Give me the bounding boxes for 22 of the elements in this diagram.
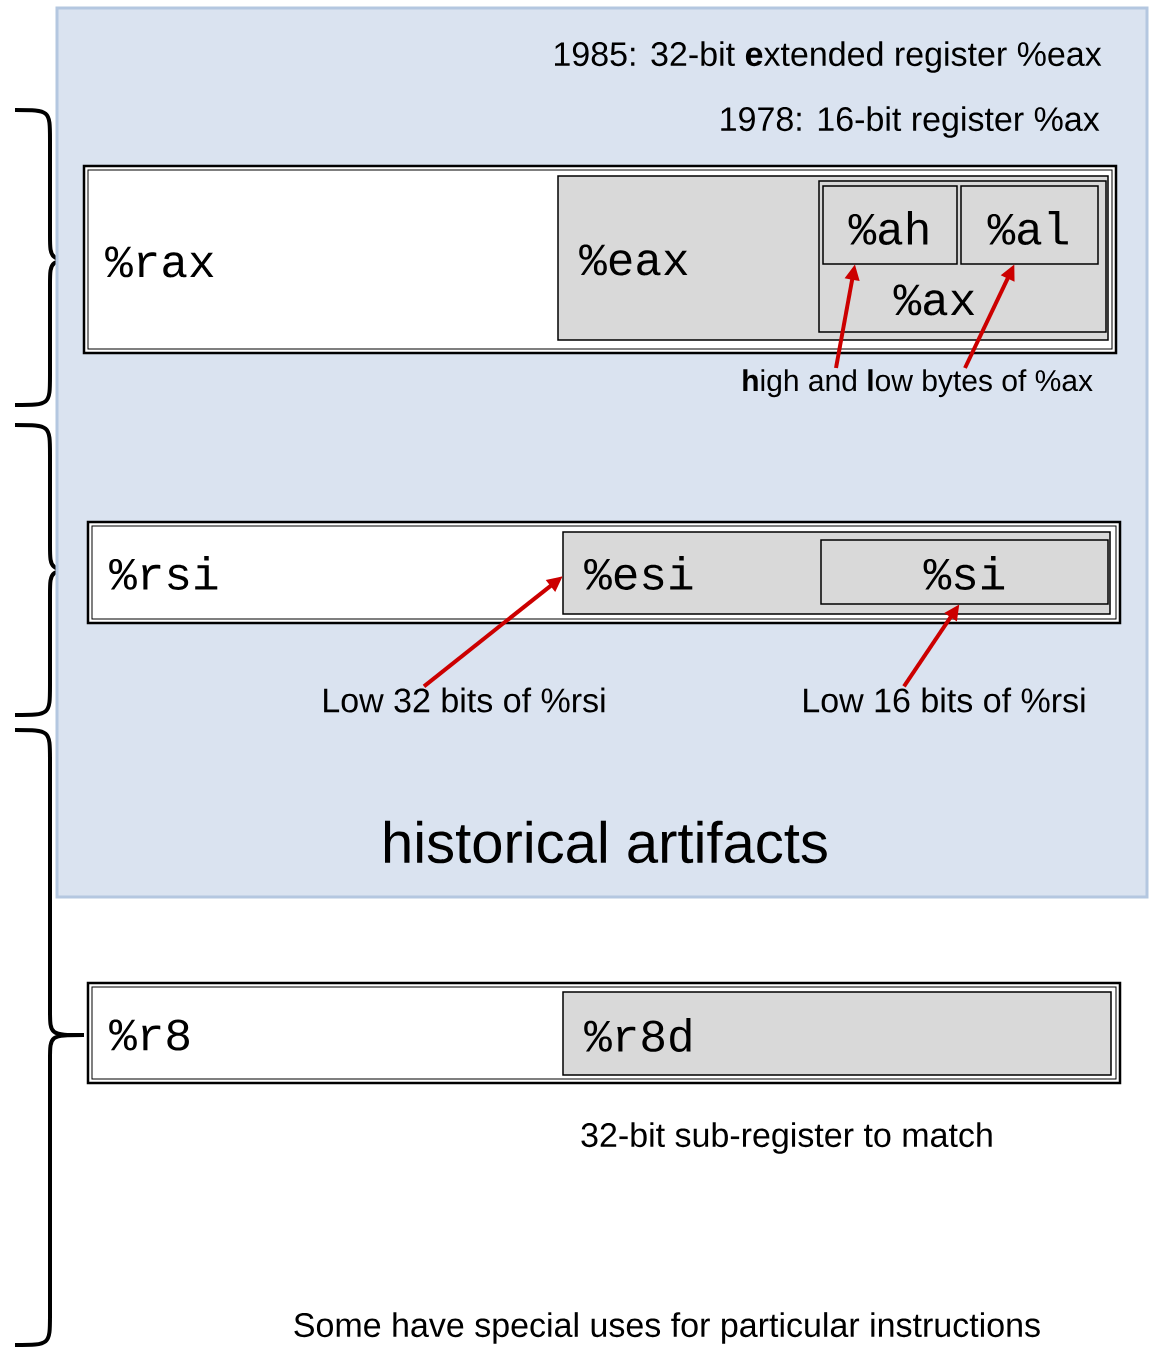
register-name: %ax	[893, 284, 975, 316]
register-name: %rsi	[109, 556, 218, 590]
annotation: Low 32 bits of %rsi	[324, 687, 605, 713]
panel-title: historical artifacts	[385, 820, 827, 864]
register-box	[960, 185, 1099, 265]
register-name: %ah	[848, 211, 928, 245]
register-name: %rax	[105, 246, 214, 278]
heading: 1985: 32-bit extended register %eax	[555, 41, 1102, 73]
annotation: high and low bytes of %ax	[743, 369, 1093, 398]
note: 32-bit sub-register to match	[581, 1122, 992, 1154]
heading: 1978: 16-bit register %ax	[721, 106, 1100, 138]
register-name: %si	[923, 556, 1005, 590]
register-name: %al	[987, 211, 1068, 245]
register-name: %r8d	[584, 1018, 691, 1052]
register-box	[820, 539, 1109, 605]
register-name: %r8	[109, 1019, 189, 1051]
note: Some have special uses for particular instructions	[294, 1312, 1040, 1344]
register-name: %esi	[584, 556, 693, 590]
register-name: %eax	[579, 244, 688, 276]
register-box	[562, 991, 1112, 1076]
annotation: Low 16 bits of %rsi	[804, 687, 1085, 713]
register-box	[822, 185, 958, 265]
